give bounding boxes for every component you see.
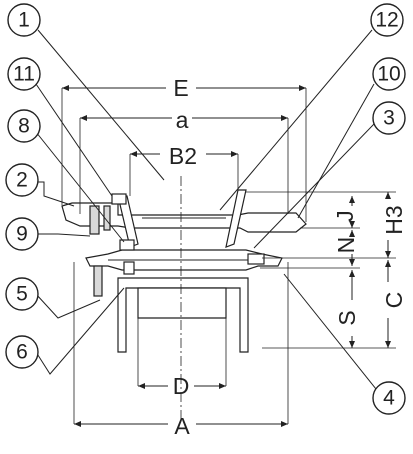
bolt-left (89, 205, 100, 235)
callout-11-label: 11 (13, 63, 35, 86)
dim-label-B2: B2 (169, 143, 197, 169)
callout-10: 10 (372, 57, 406, 91)
dim-B2: B2 (129, 143, 239, 196)
callout-4: 4 (372, 381, 406, 415)
callout-12-label: 12 (375, 9, 398, 32)
callout-8: 8 (7, 109, 41, 143)
bolt-lower-left (93, 265, 103, 297)
callout-12: 12 (370, 3, 404, 37)
nut-top (111, 193, 127, 205)
callout-9-label: 9 (16, 223, 28, 246)
callout-2: 2 (5, 163, 39, 197)
callout-1: 1 (7, 3, 41, 37)
callout-2-label: 2 (16, 169, 28, 192)
callout-5-label: 5 (16, 283, 28, 306)
dim-label-S: S (334, 310, 360, 325)
bolt-left-2 (103, 205, 111, 231)
callout-6: 6 (5, 335, 39, 369)
drain-body (61, 189, 307, 353)
nut-right (247, 253, 265, 265)
callout-1-label: 1 (18, 9, 30, 32)
callout-11: 11 (7, 57, 41, 91)
callout-5: 5 (5, 277, 39, 311)
callout-10-label: 10 (377, 63, 400, 86)
leader-lines (30, 29, 381, 395)
dim-vertical: J N H3 S C (246, 191, 407, 349)
dim-label-H3: H3 (381, 205, 407, 234)
callout-9: 9 (5, 217, 39, 251)
nut-clamp (123, 261, 135, 275)
nut-mid (119, 239, 135, 251)
callout-4-label: 4 (383, 387, 395, 410)
dim-label-A: A (174, 413, 190, 439)
dim-D: D (137, 318, 227, 399)
dim-label-a: a (176, 107, 189, 133)
callout-3-label: 3 (383, 107, 395, 130)
dim-A: A (73, 262, 289, 439)
dim-label-J: J (332, 210, 358, 222)
callout-6-label: 6 (16, 341, 28, 364)
dim-label-D: D (173, 373, 190, 399)
dim-E: E (61, 75, 307, 222)
dim-label-E: E (173, 75, 188, 101)
callout-3: 3 (372, 101, 406, 135)
callout-8-label: 8 (18, 115, 30, 138)
dim-label-N: N (333, 237, 359, 254)
dim-label-C: C (381, 292, 407, 309)
dim-a: a (79, 107, 289, 214)
